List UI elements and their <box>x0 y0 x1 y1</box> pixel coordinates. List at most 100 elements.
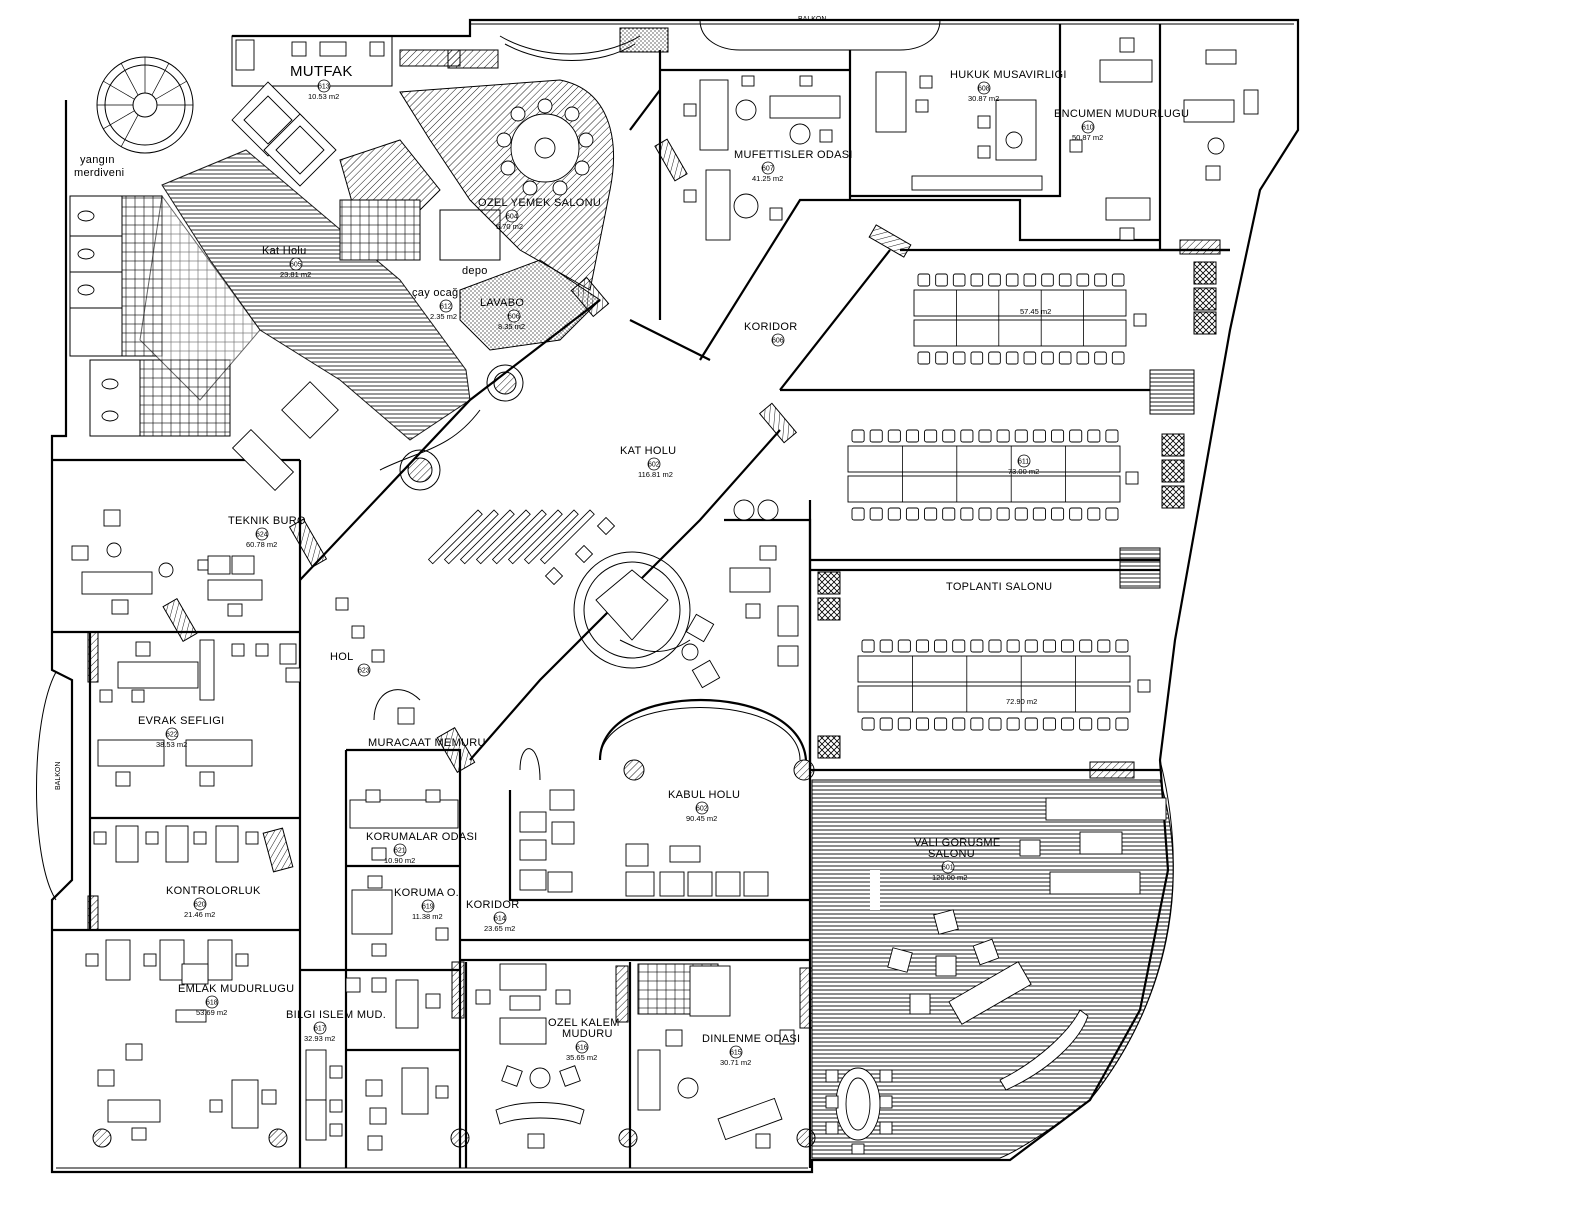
chair <box>869 429 883 443</box>
room-area: 50.87 m2 <box>1072 133 1103 142</box>
top-office-walls <box>629 24 1230 361</box>
chair <box>942 507 956 521</box>
room-name: KORUMA O. <box>394 887 459 899</box>
room-number: 604 <box>506 214 518 221</box>
room-number: 615 <box>730 1050 742 1057</box>
room-area: 41.25 m2 <box>752 174 783 183</box>
room-area: 11.38 m2 <box>412 912 443 921</box>
floor-stripe <box>539 509 595 565</box>
fire-stair-label-1: yangın <box>80 154 115 166</box>
chair <box>996 507 1010 521</box>
room-name: OZEL YEMEK SALONU <box>478 197 601 209</box>
floor-stripe <box>523 509 579 565</box>
hukuk-furniture <box>875 71 1043 191</box>
vali-furniture <box>825 761 1167 1155</box>
room-number: 618 <box>206 1000 218 1007</box>
structural-hatches <box>87 138 912 1029</box>
kitchen <box>231 35 499 87</box>
chair <box>924 429 938 443</box>
round-dining-table <box>496 98 594 196</box>
chair <box>905 429 919 443</box>
chair <box>1005 351 1019 365</box>
chair <box>887 429 901 443</box>
chair <box>988 639 1002 653</box>
chair <box>924 507 938 521</box>
floor-stripe <box>443 509 499 565</box>
room-number-circle <box>1081 120 1095 134</box>
main-stair <box>339 199 501 261</box>
floor-stripe <box>459 509 515 565</box>
room-name: HUKUK MUSAVIRLIGI <box>950 69 1067 81</box>
chair <box>978 507 992 521</box>
room-name: ENCUMEN MUDURLUGU <box>1054 108 1189 120</box>
room-number-circle <box>289 257 303 271</box>
chair <box>1105 507 1119 521</box>
chair <box>996 429 1010 443</box>
room-number: 623 <box>358 668 370 675</box>
balcony-label-top: BALKON <box>798 16 826 23</box>
bottom-office-walls <box>460 900 812 1168</box>
room-area: 8.35 m2 <box>498 322 525 331</box>
chair <box>1042 639 1056 653</box>
meeting-table <box>857 655 1131 683</box>
room-number: 619 <box>422 904 434 911</box>
chair <box>988 351 1001 365</box>
chair <box>1079 639 1093 653</box>
chair <box>879 717 893 731</box>
chair <box>915 717 929 731</box>
room-number-circle <box>357 663 371 677</box>
chair <box>1041 351 1054 365</box>
chair <box>1023 273 1037 287</box>
room-name: çay ocağı <box>412 287 462 299</box>
chair <box>1076 273 1090 287</box>
room-area: 73.00 m2 <box>1008 467 1039 476</box>
room-number: 613 <box>318 84 330 91</box>
room-name: KORUMALAR ODASI <box>366 831 477 843</box>
chair <box>905 507 919 521</box>
chair <box>960 507 974 521</box>
room-name: OZEL KALEM <box>548 1017 620 1029</box>
room-area: 10.90 m2 <box>384 856 415 865</box>
room-name: MUDURU <box>562 1028 613 1040</box>
chair <box>1032 507 1046 521</box>
chair <box>1111 351 1125 365</box>
chair <box>1024 639 1038 653</box>
room-name: KORIDOR <box>466 899 519 911</box>
chair <box>897 717 911 731</box>
room-number-circle <box>313 1021 327 1035</box>
room-number: 614 <box>494 916 506 923</box>
room-name: MURACAAT MEMURU <box>368 737 486 749</box>
chair <box>1061 639 1075 653</box>
chair <box>970 717 984 731</box>
room-name: depo <box>462 265 488 277</box>
room-name: MUFETTISLER ODASI <box>734 149 853 161</box>
room-name: EMLAK MUDURLUGU <box>178 983 294 995</box>
chair <box>1094 351 1107 365</box>
chair <box>1111 273 1125 287</box>
room-number-circle <box>439 299 453 313</box>
chair <box>1115 717 1129 731</box>
chair <box>915 639 929 653</box>
chair <box>934 717 948 731</box>
floor-stripe <box>491 509 547 565</box>
chair <box>1097 717 1111 731</box>
room-number: 622 <box>166 732 178 739</box>
chair <box>1058 273 1072 287</box>
chair <box>897 639 911 653</box>
room-area: 120.00 m2 <box>932 873 967 882</box>
room-number-circle <box>165 727 179 741</box>
chair <box>1076 351 1090 365</box>
kabul-holu <box>508 499 815 902</box>
room-number-circle <box>647 457 661 471</box>
meeting-table <box>913 289 1127 317</box>
chair <box>988 273 1001 287</box>
